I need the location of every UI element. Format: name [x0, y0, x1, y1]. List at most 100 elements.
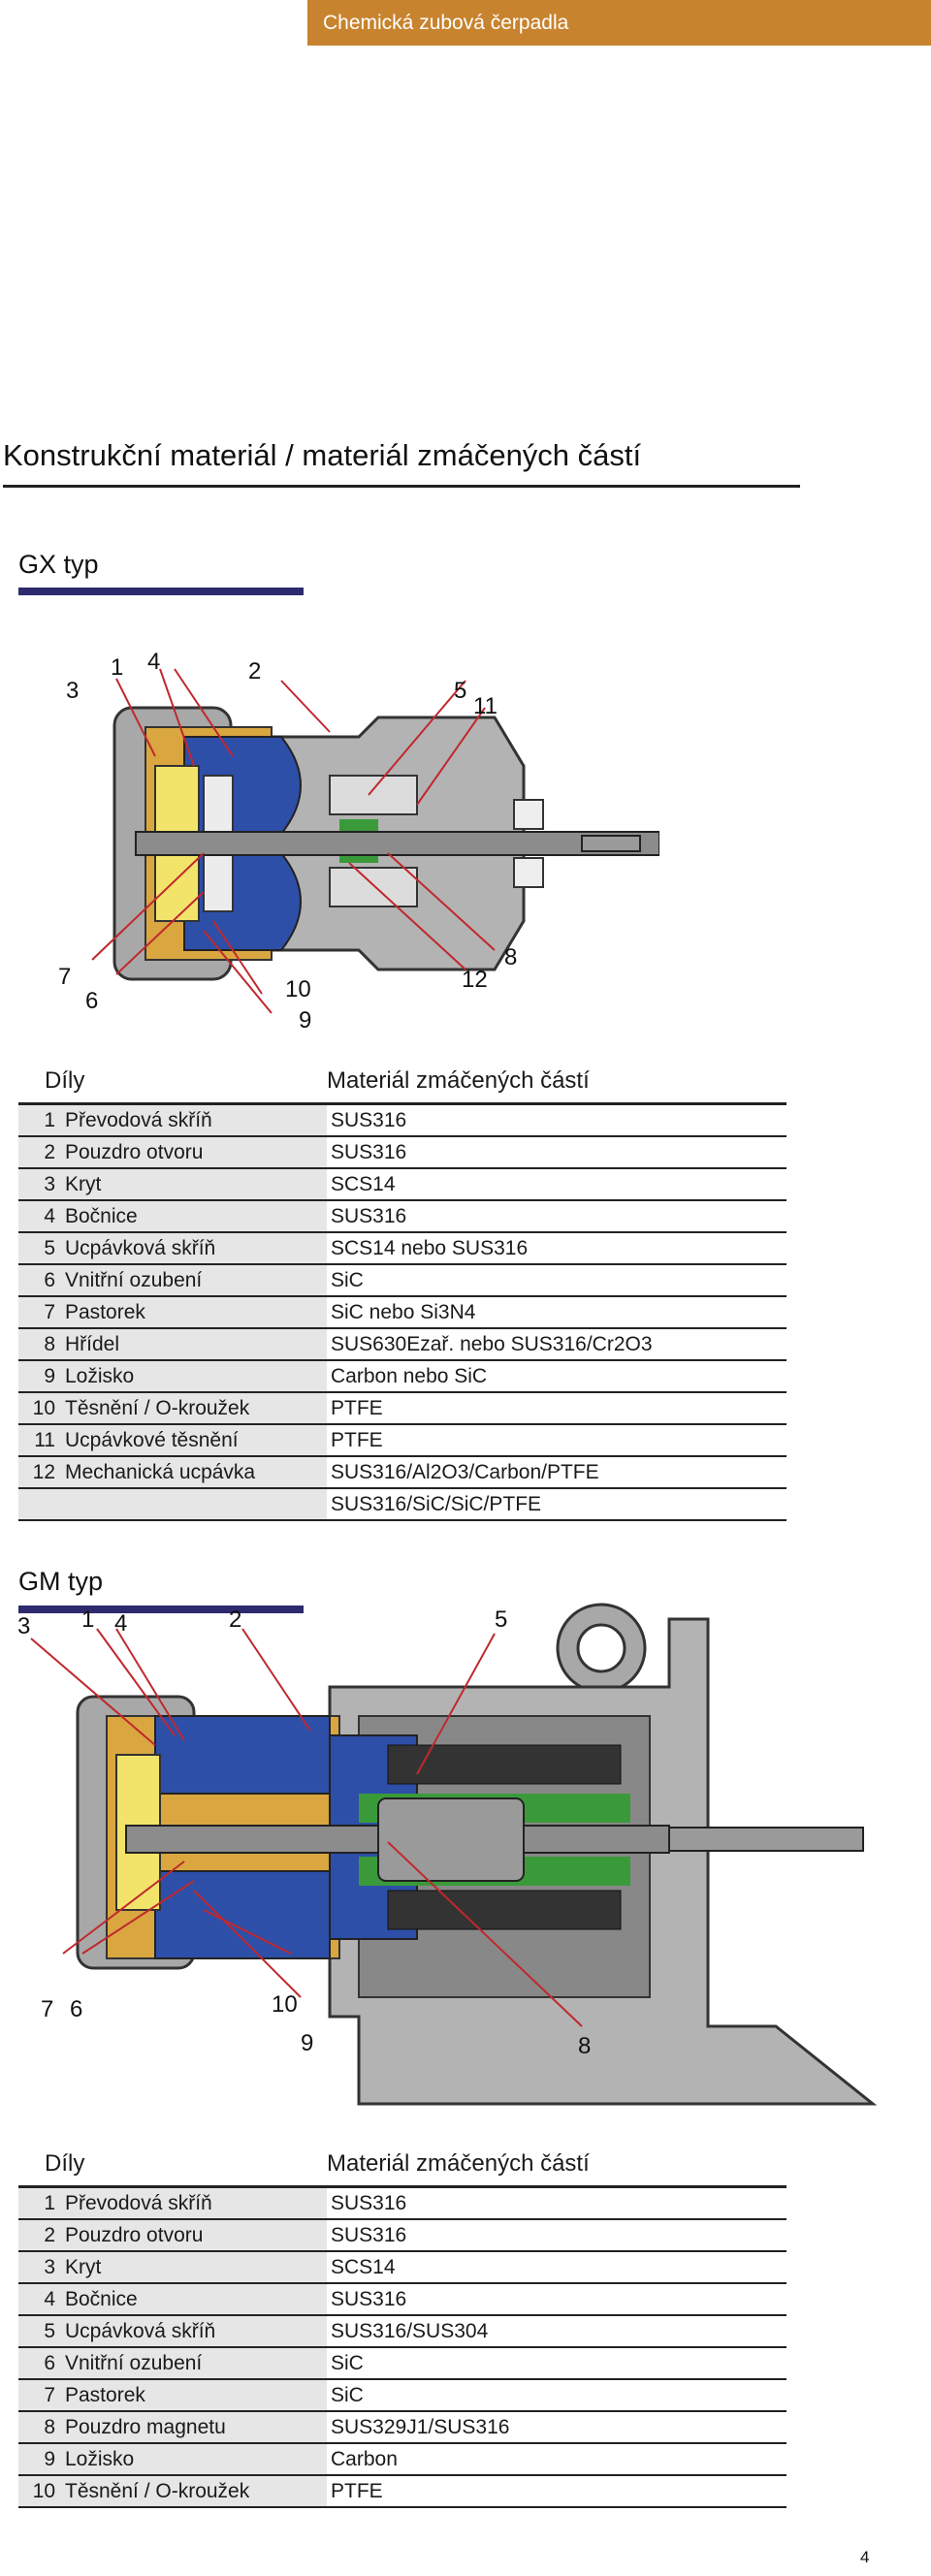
- gx-callout-4: 4: [147, 649, 160, 675]
- gm-cell-material: SiC: [327, 2347, 787, 2380]
- gx-table-row-extra: SUS316/SiC/SiC/PTFE: [18, 1488, 787, 1521]
- blank-cell: [18, 1488, 65, 1521]
- gm-cell-material: SUS316: [327, 2283, 787, 2316]
- gx-cell-name: Vnitřní ozubení: [65, 1264, 327, 1297]
- gx-callout-7: 7: [58, 964, 71, 990]
- gm-callout-1: 1: [81, 1606, 94, 1633]
- gx-cell-name: Bočnice: [65, 1200, 327, 1233]
- gm-cell-name: Pastorek: [65, 2379, 327, 2412]
- gm-callout-10: 10: [272, 1991, 298, 2018]
- gx-callout-5: 5: [454, 678, 466, 704]
- gx-callout-11: 11: [473, 693, 498, 719]
- gx-cell-num: 9: [18, 1360, 65, 1393]
- gx-cell-material: SUS316: [327, 1200, 787, 1233]
- section-divider: [3, 485, 800, 488]
- gm-col-parts: Díly: [45, 2150, 85, 2177]
- gx-cell-name: Hřídel: [65, 1328, 327, 1361]
- gx-cell-material: SiC nebo Si3N4: [327, 1296, 787, 1329]
- gm-cell-material: SUS316: [327, 2185, 787, 2220]
- gm-cell-name: Bočnice: [65, 2283, 327, 2316]
- gx-cell-material: PTFE: [327, 1424, 787, 1457]
- gm-cell-num: 6: [18, 2347, 65, 2380]
- gm-cell-name: Vnitřní ozubení: [65, 2347, 327, 2380]
- gx-type-rule: [18, 588, 304, 595]
- gx-callout-1: 1: [111, 654, 123, 681]
- gx-cell-name: Těsnění / O-kroužek: [65, 1392, 327, 1425]
- gx-cell-material: SiC: [327, 1264, 787, 1297]
- gx-cell-num: 8: [18, 1328, 65, 1361]
- gx-callout-3: 3: [66, 678, 79, 704]
- gx-callout-6: 6: [85, 988, 98, 1014]
- gx-cell-num: 10: [18, 1392, 65, 1425]
- blank-cell: [65, 1488, 327, 1521]
- gx-cell-num: 5: [18, 1232, 65, 1265]
- gm-cell-name: Těsnění / O-kroužek: [65, 2475, 327, 2508]
- gx-cell-num: 12: [18, 1456, 65, 1489]
- gm-cell-num: 10: [18, 2475, 65, 2508]
- gx-callout-8: 8: [504, 944, 517, 970]
- header-bar: Chemická zubová čerpadla: [307, 0, 931, 46]
- gx-cell-material: SUS316/Al2O3/Carbon/PTFE: [327, 1456, 787, 1489]
- gx-col-material: Materiál zmáčených částí: [327, 1067, 590, 1094]
- gm-cell-name: Převodová skříň: [65, 2185, 327, 2220]
- gm-type-rule: [18, 1606, 304, 1613]
- gm-pump-diagram: 1 2 3 4 5 6 7 8 9 10: [17, 1603, 878, 2106]
- gm-callout-2: 2: [229, 1606, 241, 1633]
- gx-cell-num: 11: [18, 1424, 65, 1457]
- gm-cell-name: Pouzdro magnetu: [65, 2411, 327, 2444]
- gm-cell-num: 9: [18, 2443, 65, 2476]
- gx-cell-material: SCS14 nebo SUS316: [327, 1232, 787, 1265]
- gm-cell-num: 2: [18, 2219, 65, 2252]
- gm-cell-name: Ucpávková skříň: [65, 2315, 327, 2348]
- gm-cell-material: SCS14: [327, 2251, 787, 2284]
- gx-cell-name: Ucpávková skříň: [65, 1232, 327, 1265]
- gx-callout-12: 12: [462, 967, 488, 993]
- gm-cell-material: PTFE: [327, 2475, 787, 2508]
- gx-callout-2: 2: [248, 658, 261, 684]
- gm-cell-name: Ložisko: [65, 2443, 327, 2476]
- gm-cell-num: 4: [18, 2283, 65, 2316]
- gx-cell-num: 3: [18, 1168, 65, 1201]
- page-number: 4: [860, 2548, 870, 2566]
- gm-cell-material: SiC: [327, 2379, 787, 2412]
- gm-cell-name: Kryt: [65, 2251, 327, 2284]
- gm-callout-4: 4: [114, 1610, 127, 1637]
- gx-cell-material: SCS14: [327, 1168, 787, 1201]
- gx-col-parts: Díly: [45, 1067, 85, 1094]
- gx-cell-name: Pouzdro otvoru: [65, 1136, 327, 1169]
- gm-cell-num: 7: [18, 2379, 65, 2412]
- gm-callout-3: 3: [17, 1613, 30, 1639]
- gx-cell-material: SUS316: [327, 1102, 787, 1137]
- gx-callout-10: 10: [285, 976, 311, 1002]
- gx-cell-material: SUS316: [327, 1136, 787, 1169]
- gx-cell-name: Ucpávkové těsnění: [65, 1424, 327, 1457]
- gx-cell-num: 4: [18, 1200, 65, 1233]
- gm-cell-num: 3: [18, 2251, 65, 2284]
- gm-cell-num: 8: [18, 2411, 65, 2444]
- gx-cell-material: PTFE: [327, 1392, 787, 1425]
- gx-cell-material: SUS630Ezař. nebo SUS316/Cr2O3: [327, 1328, 787, 1361]
- gm-callout-5: 5: [495, 1606, 507, 1633]
- gm-cell-material: SUS316/SUS304: [327, 2315, 787, 2348]
- gm-callout-6: 6: [70, 1996, 82, 2022]
- gx-cell-name: Ložisko: [65, 1360, 327, 1393]
